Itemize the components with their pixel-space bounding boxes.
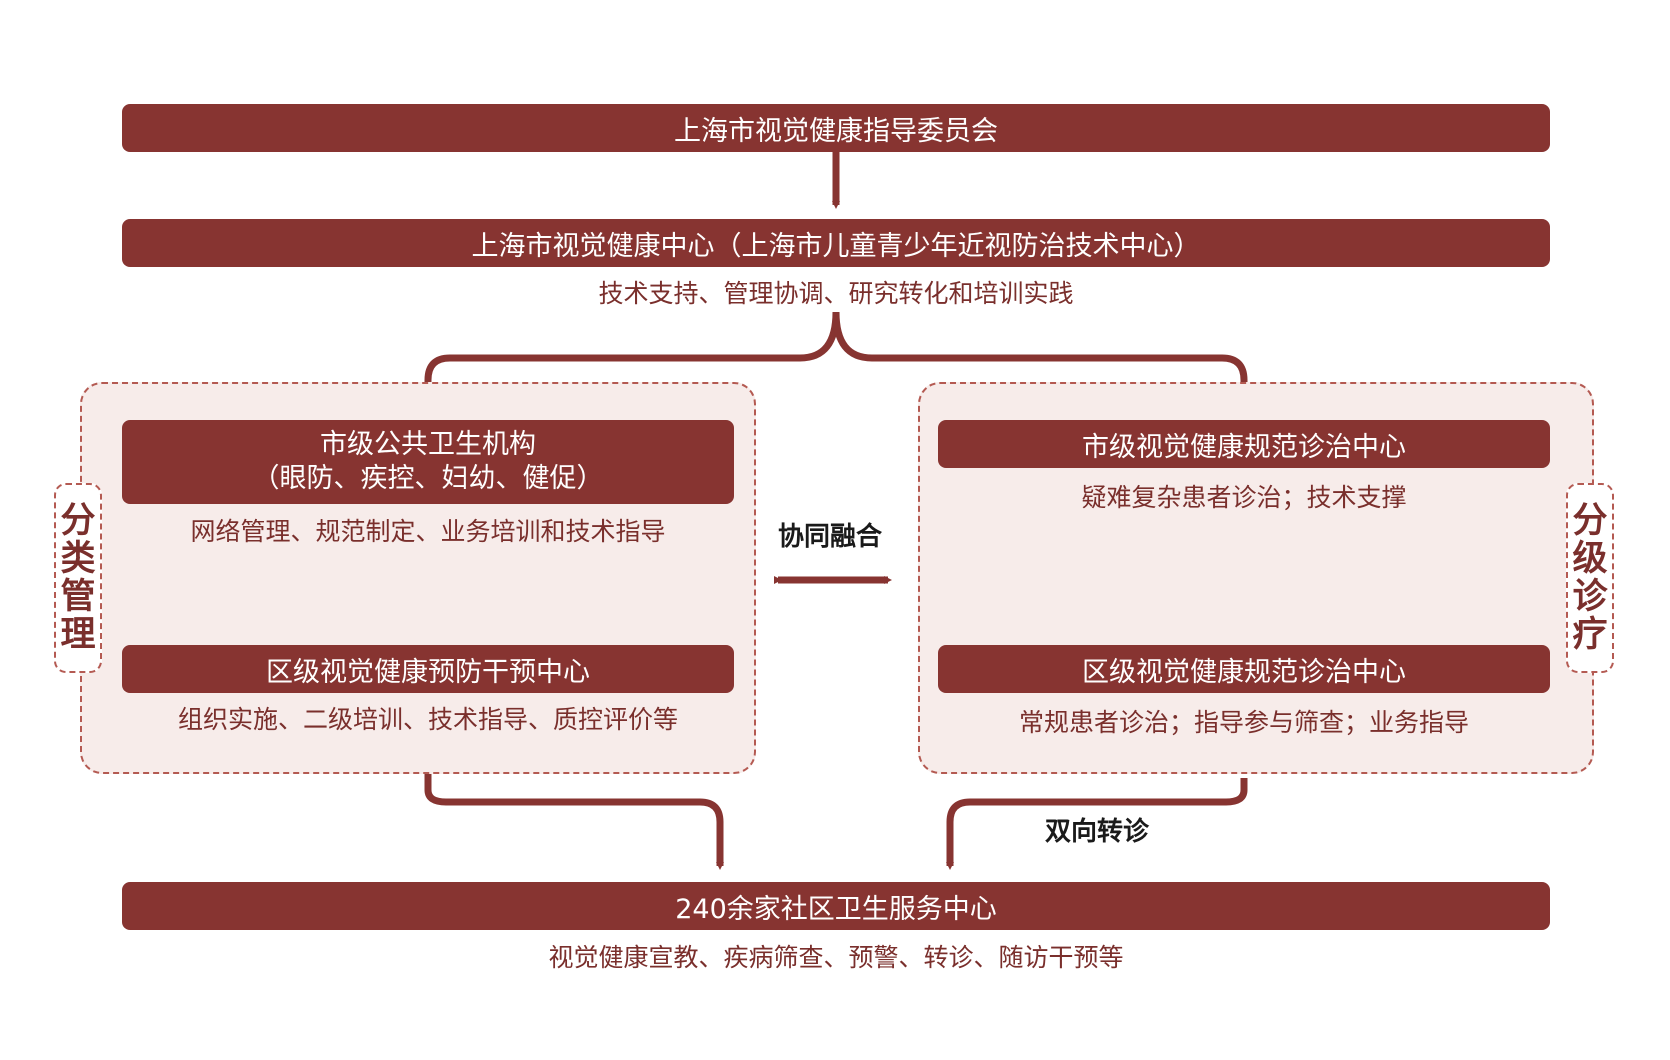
right-city-desc: 疑难复杂患者诊治；技术支撑 — [1081, 483, 1407, 512]
community-title: 240余家社区卫生服务中心 — [675, 893, 997, 925]
center-bar: 上海市视觉健康中心（上海市儿童青少年近视防治技术中心） — [122, 219, 1550, 267]
community-bar: 240余家社区卫生服务中心 — [122, 882, 1550, 930]
committee-title: 上海市视觉健康指导委员会 — [674, 115, 998, 147]
left-group-label: 分 类 管 理 — [54, 483, 102, 673]
right-group-label: 分 级 诊 疗 — [1566, 483, 1614, 673]
arrow-referral — [946, 778, 1248, 870]
collaboration-label: 协同融合 — [778, 522, 883, 552]
community-desc: 视觉健康宣教、疾病筛查、预警、转诊、随访干预等 — [548, 943, 1124, 972]
left-city-bar: 市级公共卫生机构 （眼防、疾控、妇幼、健促） — [122, 420, 734, 504]
committee-bar: 上海市视觉健康指导委员会 — [122, 104, 1550, 152]
left-city-title-2: （眼防、疾控、妇幼、健促） — [252, 463, 604, 494]
referral-label: 双向转诊 — [1045, 817, 1150, 847]
arrow-center-to-right — [832, 311, 1248, 408]
center-desc: 技术支持、管理协调、研究转化和培训实践 — [598, 279, 1074, 308]
right-district-bar: 区级视觉健康规范诊治中心 — [938, 645, 1550, 693]
right-district-desc: 常规患者诊治；指导参与筛查；业务指导 — [1018, 708, 1469, 737]
right-district-title: 区级视觉健康规范诊治中心 — [1082, 656, 1406, 688]
left-city-title-1: 市级公共卫生机构 — [320, 429, 536, 460]
arrow-center-to-left — [424, 311, 840, 408]
left-district-desc: 组织实施、二级培训、技术指导、质控评价等 — [177, 705, 678, 734]
left-district-bar: 区级视觉健康预防干预中心 — [122, 645, 734, 693]
center-title: 上海市视觉健康中心（上海市儿童青少年近视防治技术中心） — [471, 230, 1201, 262]
right-city-title: 市级视觉健康规范诊治中心 — [1082, 431, 1406, 463]
left-district-title: 区级视觉健康预防干预中心 — [266, 656, 590, 688]
left-city-desc: 网络管理、规范制定、业务培训和技术指导 — [190, 517, 666, 546]
arrow-left-to-community — [424, 748, 724, 870]
right-city-bar: 市级视觉健康规范诊治中心 — [938, 420, 1550, 468]
